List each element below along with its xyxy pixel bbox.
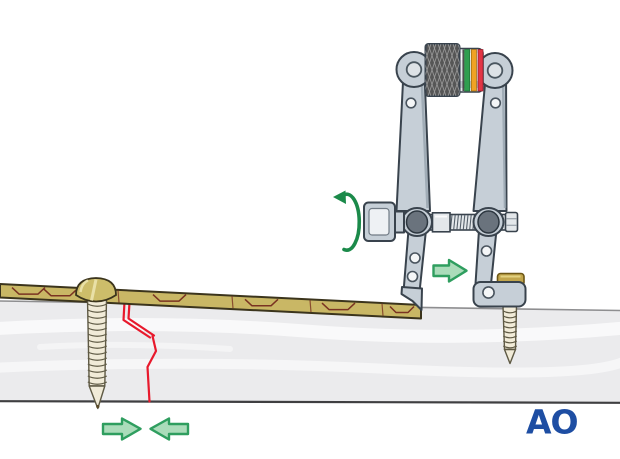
arm-left-plate-hook [400, 286, 423, 311]
arm-left-lower-hole-1 [409, 252, 421, 264]
arm-left-head-hole [405, 61, 423, 78]
arm-right-lower [474, 229, 498, 285]
tension-nut-barrel [424, 43, 484, 97]
cortical-screw-left [75, 277, 117, 410]
knurled-knob [424, 43, 461, 97]
arm-right-head-hole [486, 62, 504, 79]
device-arm-left [395, 61, 431, 311]
compression-arrows [101, 417, 190, 441]
articulated-tension-device [333, 43, 527, 365]
rotation-arrow [333, 190, 362, 252]
arm-left-pivot [405, 210, 429, 234]
screw-head-highlight [79, 279, 89, 293]
rotation-arrow-head [333, 190, 346, 204]
screw-head-highlight [90, 279, 98, 301]
anchor-screw-threads [502, 310, 518, 349]
rotation-arrow-arc [341, 192, 362, 252]
fracture-line-inner [127, 301, 156, 337]
screw-tip [88, 385, 106, 410]
spindle-thread-ticks [449, 214, 475, 230]
fracture-line [122, 300, 158, 403]
spindle-hex-nut [363, 201, 405, 242]
plate-hole-outlines [11, 287, 415, 314]
ao-logo: AO [526, 403, 578, 442]
foot-pivot-hole [482, 286, 495, 299]
foot-block [472, 281, 527, 308]
arm-right-lower-hole [480, 245, 493, 257]
stripe-orange [470, 49, 477, 92]
arm-right-pivot [477, 210, 500, 234]
arrow-left-icon [149, 417, 190, 441]
arm-right-upper-hole [489, 97, 502, 109]
arm-left-lower-hole-2 [406, 270, 419, 283]
stripe-divider [462, 49, 464, 91]
indicator-stripes [462, 49, 484, 92]
plate-segment-seams [117, 290, 384, 316]
fracture-line-outer [122, 300, 152, 339]
spindle-end-hex-facets [506, 218, 517, 226]
stripe-green [464, 49, 471, 92]
bone-cortex-bottom-line [0, 400, 620, 404]
screw-threads [87, 303, 108, 385]
arm-left-upper-hole [405, 97, 417, 109]
stripe-red [477, 49, 484, 92]
screw-tip-point [96, 404, 100, 409]
knurl-texture [425, 44, 460, 96]
device-foot [472, 272, 527, 365]
arm-left-shading [420, 74, 429, 209]
spindle-end-hex [504, 211, 519, 233]
bone-highlight-streak [37, 341, 233, 352]
fracture-line-lower [146, 334, 158, 403]
screw-head [75, 277, 117, 303]
anchor-screw-tip [503, 348, 517, 365]
arrow-right-icon [101, 417, 142, 441]
hex-nut-face [368, 207, 390, 236]
device-compression-arrow-icon [432, 258, 468, 283]
arm-right-shading [501, 74, 507, 209]
